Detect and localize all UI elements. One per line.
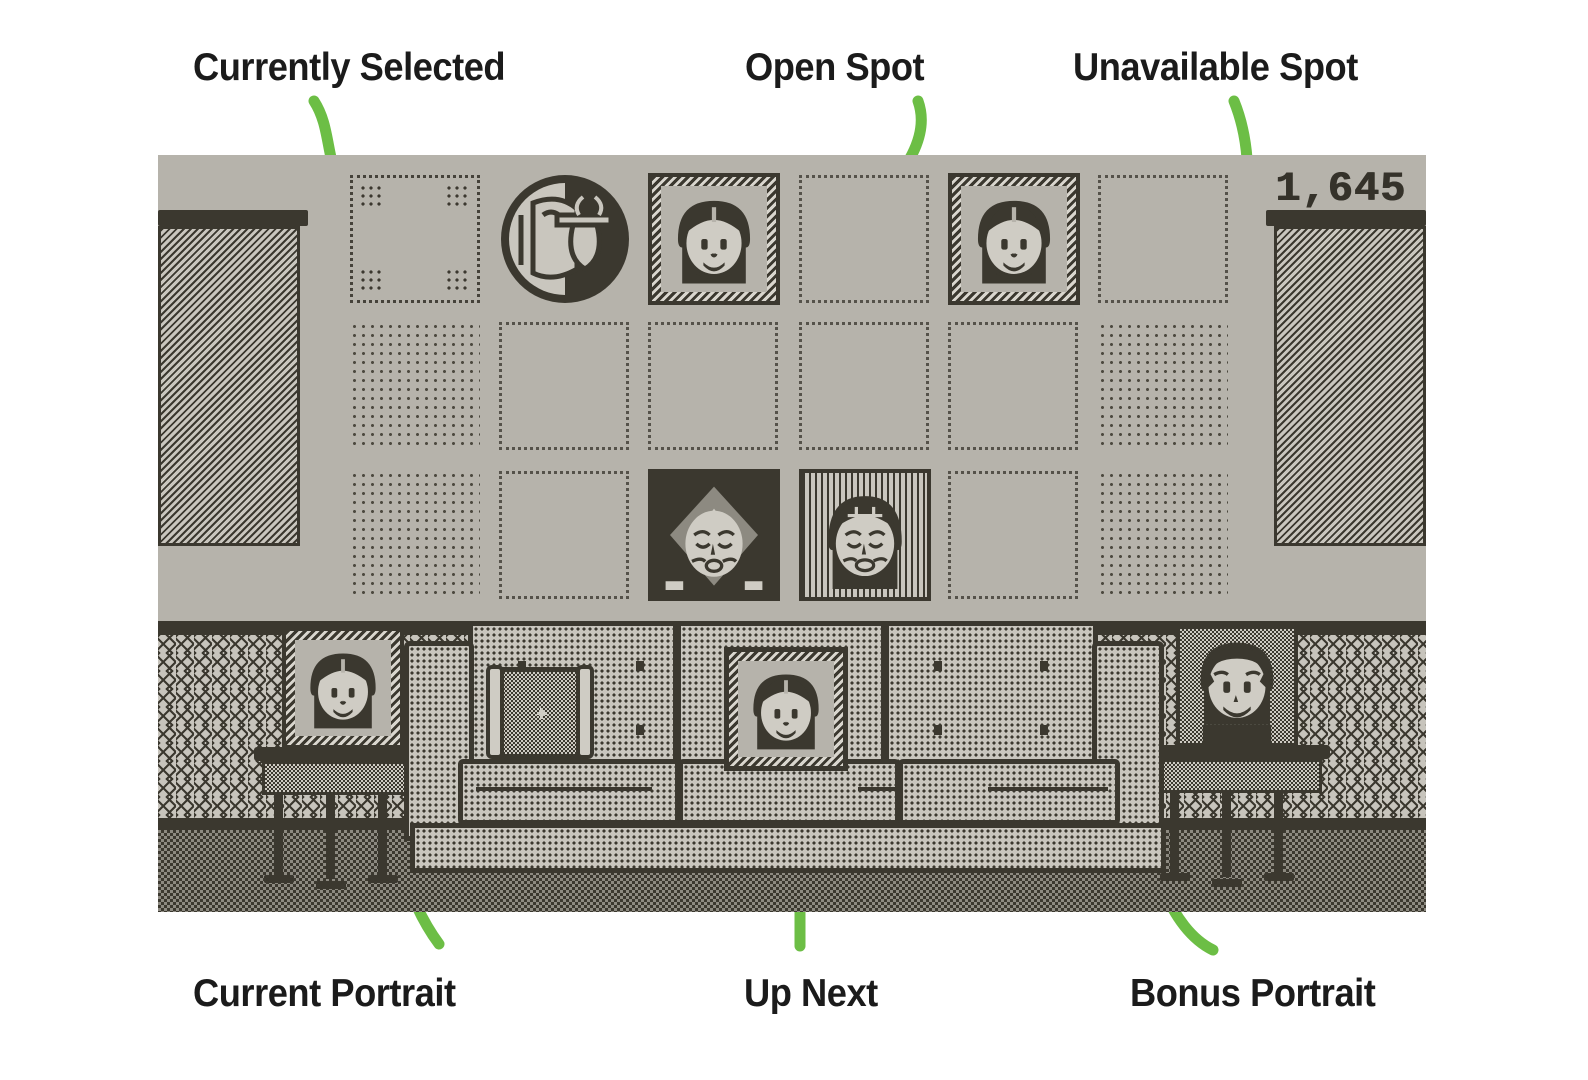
right-table-foot-2 <box>1212 879 1242 887</box>
grid-cell-r1c6-open-spot[interactable] <box>1098 175 1228 303</box>
up-next-portrait-face <box>738 661 834 757</box>
sofa-back-cushion-right <box>884 621 1098 771</box>
grid-cell-r2c4-open-spot[interactable] <box>799 322 929 450</box>
bonus-portrait-face <box>1180 629 1294 743</box>
pillow-edge-right <box>576 665 594 759</box>
left-curtain <box>158 226 300 546</box>
sofa-tuft-5 <box>934 725 942 735</box>
annotation-label-currently-selected: Currently Selected <box>193 46 506 89</box>
grid-cell-r1c1-currently-selected[interactable] <box>350 175 480 303</box>
game-screen[interactable]: 1,645 <box>158 155 1426 912</box>
grid-cell-r1c2-clock-portrait[interactable] <box>499 173 631 305</box>
grid-cell-r2c3-open-spot[interactable] <box>648 322 778 450</box>
sofa-tuft-4 <box>934 661 942 671</box>
annotation-label-up-next: Up Next <box>744 972 878 1015</box>
grid-cell-r2c6-unavailable <box>1098 322 1228 450</box>
grid-cell-r2c1-unavailable <box>350 322 480 450</box>
grid-cell-r3c5-open-spot[interactable] <box>948 471 1078 599</box>
right-table-foot-1 <box>1160 873 1190 881</box>
score-display: 1,645 <box>1274 165 1406 213</box>
sofa-tuft-3 <box>636 725 644 735</box>
bonus-portrait[interactable] <box>1176 625 1298 747</box>
left-table-leg-1 <box>274 795 283 879</box>
current-portrait[interactable] <box>282 627 404 749</box>
selection-marker-br <box>445 268 471 294</box>
sofa-welt-right <box>988 787 1108 791</box>
sofa-tuft-6 <box>1040 661 1048 671</box>
elder-face-striped <box>811 481 919 589</box>
grid-cell-r2c2-open-spot[interactable] <box>499 322 629 450</box>
elder-face-dark <box>659 480 769 590</box>
right-curtain-rod <box>1266 210 1426 226</box>
annotation-label-bonus-portrait: Bonus Portrait <box>1130 972 1376 1015</box>
current-portrait-face <box>295 640 391 736</box>
left-table-foot-2 <box>316 881 346 889</box>
grid-cell-r1c3-girl-portrait[interactable] <box>648 173 780 305</box>
grid-cell-r3c3-elder-portrait-dark[interactable] <box>648 469 780 601</box>
annotation-label-unavailable-spot: Unavailable Spot <box>1073 46 1358 89</box>
pillow-edge-left <box>486 665 504 759</box>
left-table-leg-3 <box>378 795 387 879</box>
left-curtain-rod <box>158 210 308 226</box>
grid-cell-r3c2-open-spot[interactable] <box>499 471 629 599</box>
right-curtain <box>1274 226 1426 546</box>
left-table-leg-2 <box>326 795 335 879</box>
right-table-leg-3 <box>1274 793 1283 877</box>
left-table-top <box>254 747 434 761</box>
clock-portrait-icon <box>501 175 629 303</box>
right-table-leg-2 <box>1222 793 1231 877</box>
sofa-seat-cushion-right <box>898 759 1120 825</box>
sofa-tuft-7 <box>1040 725 1048 735</box>
up-next-portrait[interactable] <box>724 647 848 771</box>
wall-upper <box>158 155 1426 625</box>
grid-cell-r3c4-elder-portrait-striped[interactable] <box>799 469 931 601</box>
sofa-tuft-1 <box>518 661 526 671</box>
grid-cell-r2c5-open-spot[interactable] <box>948 322 1078 450</box>
sofa-tuft-2 <box>636 661 644 671</box>
girl-face-2 <box>961 186 1067 292</box>
grid-cell-r1c4-open-spot[interactable] <box>799 175 929 303</box>
girl-face <box>661 186 767 292</box>
annotation-label-current-portrait: Current Portrait <box>193 972 456 1015</box>
sofa-welt-center <box>858 787 900 791</box>
right-table-top <box>1150 745 1330 759</box>
annotation-label-open-spot: Open Spot <box>745 46 925 89</box>
left-table-foot-3 <box>368 875 398 883</box>
sofa-pillow <box>496 667 584 759</box>
right-table-foot-3 <box>1264 873 1294 881</box>
selection-marker-tl <box>359 184 385 210</box>
grid-cell-r1c5-girl-portrait[interactable] <box>948 173 1080 305</box>
left-table-foot-1 <box>264 875 294 883</box>
grid-cell-r3c1-unavailable <box>350 471 480 599</box>
sofa-skirt <box>410 823 1166 873</box>
right-table-leg-1 <box>1170 793 1179 877</box>
sofa-seat-cushion-left <box>458 759 680 825</box>
pillow-center-mark-v <box>540 708 543 719</box>
grid-cell-r3c6-unavailable <box>1098 471 1228 599</box>
left-table-apron <box>262 761 426 795</box>
sofa-welt-left <box>476 787 652 791</box>
selection-marker-bl <box>359 268 385 294</box>
selection-marker-tr <box>445 184 471 210</box>
right-table-apron <box>1158 759 1322 793</box>
